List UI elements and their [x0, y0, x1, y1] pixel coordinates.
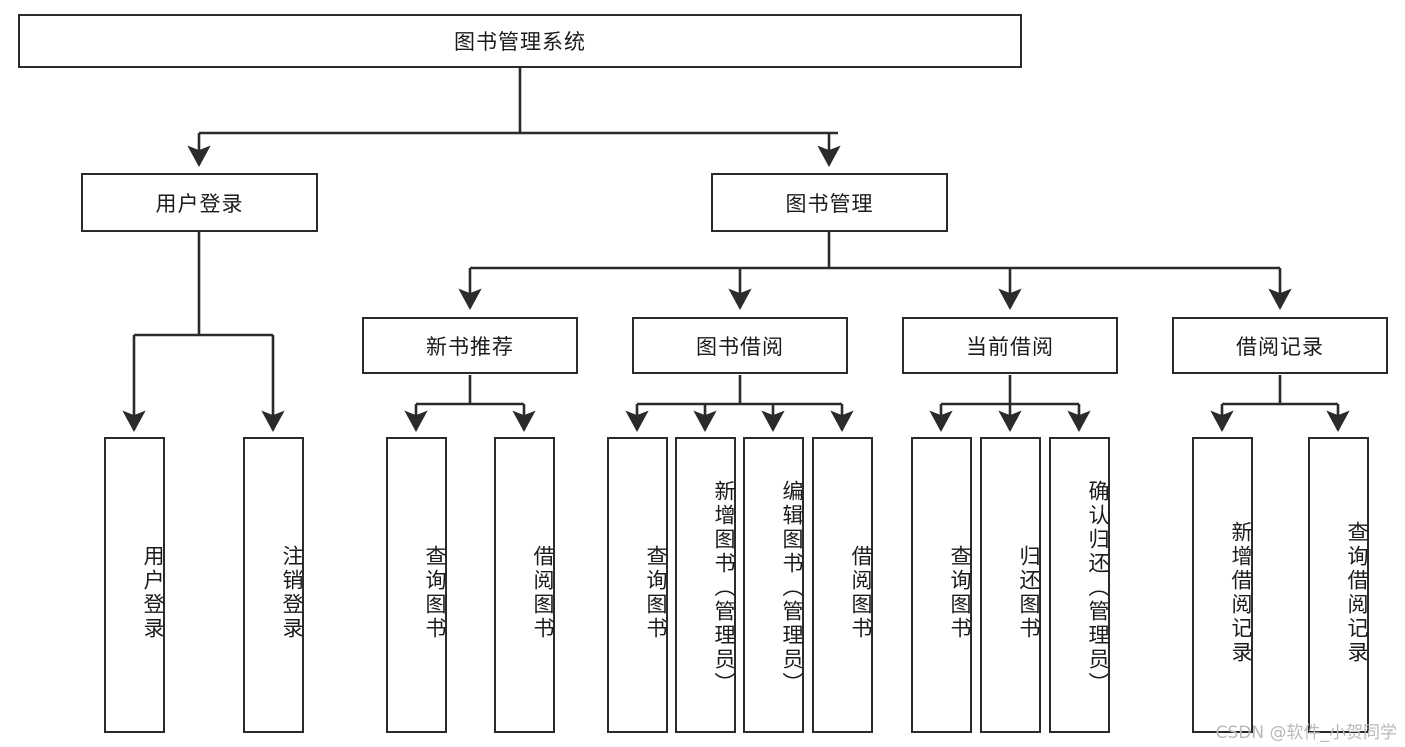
node-root-system[interactable]: 图书管理系统 [18, 14, 1022, 68]
leaf-borrow-book[interactable]: 借阅图书 [812, 437, 873, 733]
node-label: 图书管理系统 [454, 30, 586, 54]
node-book-management[interactable]: 图书管理 [711, 173, 948, 232]
leaf-return-book[interactable]: 归还图书 [980, 437, 1041, 733]
node-current-borrow[interactable]: 当前借阅 [902, 317, 1118, 374]
leaf-query-book-recommend[interactable]: 查询图书 [386, 437, 447, 733]
node-new-book-recommend[interactable]: 新书推荐 [362, 317, 578, 374]
node-label: 图书管理 [785, 191, 874, 216]
leaf-query-borrow-record[interactable]: 查询借阅记录 [1308, 437, 1369, 733]
node-label: 借阅图书 [849, 545, 873, 641]
node-label: 查询图书 [948, 545, 972, 641]
node-label: 编辑图书（管理员） [780, 480, 804, 696]
node-user-login[interactable]: 用户登录 [81, 173, 318, 232]
node-label: 新增图书（管理员） [712, 480, 736, 696]
node-label: 新书推荐 [426, 334, 514, 359]
node-label: 借阅记录 [1236, 334, 1324, 359]
node-label: 注销登录 [280, 545, 304, 641]
csdn-watermark: CSDN @软件_小贺同学 [1215, 723, 1397, 743]
node-label: 查询图书 [644, 545, 668, 641]
node-label: 归还图书 [1017, 545, 1041, 641]
leaf-edit-book-admin[interactable]: 编辑图书（管理员） [743, 437, 804, 733]
leaf-add-book-admin[interactable]: 新增图书（管理员） [675, 437, 736, 733]
leaf-add-borrow-record[interactable]: 新增借阅记录 [1192, 437, 1253, 733]
node-book-borrow[interactable]: 图书借阅 [632, 317, 848, 374]
node-label: 借阅图书 [531, 545, 555, 641]
node-label: 用户登录 [141, 545, 165, 641]
node-label: 用户登录 [155, 191, 244, 216]
leaf-user-login[interactable]: 用户登录 [104, 437, 165, 733]
node-label: 当前借阅 [966, 334, 1054, 359]
node-label: 查询图书 [423, 545, 447, 641]
leaf-query-book-borrow[interactable]: 查询图书 [607, 437, 668, 733]
leaf-query-book-current[interactable]: 查询图书 [911, 437, 972, 733]
node-label: 新增借阅记录 [1229, 521, 1253, 665]
leaf-confirm-return-admin[interactable]: 确认归还（管理员） [1049, 437, 1110, 733]
leaf-logout[interactable]: 注销登录 [243, 437, 304, 733]
node-borrow-record[interactable]: 借阅记录 [1172, 317, 1388, 374]
node-label: 确认归还（管理员） [1086, 480, 1110, 696]
leaf-borrow-book-recommend[interactable]: 借阅图书 [494, 437, 555, 733]
node-label: 查询借阅记录 [1345, 521, 1369, 665]
node-label: 图书借阅 [696, 334, 784, 359]
